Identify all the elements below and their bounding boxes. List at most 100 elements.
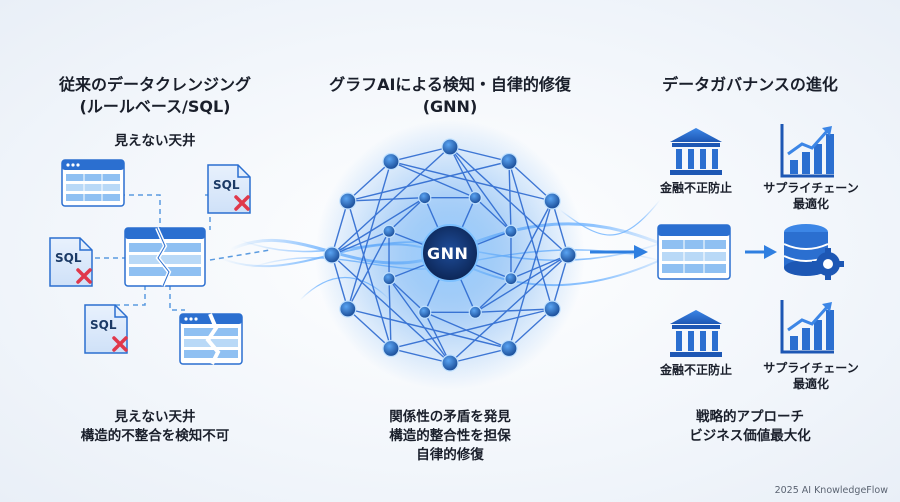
network-edge — [390, 160, 476, 199]
network-edge — [390, 308, 553, 350]
right-caption-line1: 戦略的アプローチ — [696, 409, 804, 425]
right-caption: 戦略的アプローチ ビジネス価値最大化 — [640, 408, 860, 446]
network-edge — [449, 146, 512, 232]
network-edge — [449, 146, 476, 199]
center-caption-line2: 構造的整合性を担保 — [389, 428, 511, 444]
center-caption-line3: 自律的修復 — [416, 447, 484, 463]
right-heading: データガバナンスの進化 — [662, 75, 838, 94]
network-edge — [510, 200, 553, 280]
network-edge — [449, 254, 569, 364]
bank-icon — [670, 128, 722, 175]
network-node — [500, 339, 518, 358]
network-edge — [388, 278, 451, 364]
network-edge — [347, 197, 425, 202]
gnn-core-node — [421, 224, 479, 282]
sql-label: SQL — [90, 318, 117, 332]
network-node — [339, 300, 357, 318]
network-edge — [390, 347, 451, 364]
bottom-right-label: サプライチェーン 最適化 — [752, 360, 870, 392]
network-edge — [508, 161, 512, 232]
gnn-core-label: GNN — [427, 244, 469, 263]
network-edge — [474, 254, 569, 313]
database-gear-icon — [783, 224, 844, 280]
network-edge — [347, 308, 392, 350]
bottom-right-label-line1: サプライチェーン — [763, 361, 859, 375]
network-edge — [331, 230, 390, 256]
sql-label: SQL — [213, 178, 240, 192]
network-edge — [388, 197, 426, 232]
network-edge — [331, 254, 451, 364]
network-edge — [331, 200, 349, 256]
network-node — [543, 300, 561, 318]
center-heading-line2: (GNN) — [422, 97, 478, 116]
network-edge — [474, 278, 512, 313]
gnn-network-edges — [331, 146, 569, 364]
right-caption-line2: ビジネス価値最大化 — [689, 428, 811, 444]
network-node — [543, 192, 561, 210]
center-heading: グラフAIによる検知・自律的修復 (GNN) — [310, 74, 590, 118]
growth-chart-icon — [780, 124, 834, 178]
growth-chart-icon — [780, 300, 834, 354]
table-icon — [657, 224, 731, 280]
left-caption-line1: 見えない天井 — [114, 409, 196, 425]
error-x-icon — [112, 336, 128, 352]
top-right-label-line2: 最適化 — [792, 197, 829, 211]
network-edge — [508, 308, 553, 350]
table-icon — [61, 159, 125, 207]
network-edge — [347, 160, 510, 202]
network-node — [382, 339, 400, 358]
sql-label: SQL — [55, 251, 82, 265]
bottom-right-label-line2: 最適化 — [792, 377, 829, 391]
network-node — [504, 272, 518, 286]
network-node — [382, 272, 396, 286]
network-edge — [424, 311, 451, 364]
top-right-label: サプライチェーン 最適化 — [752, 180, 870, 212]
broken-table-icon — [179, 313, 243, 365]
top-right-label-line1: サプライチェーン — [763, 181, 859, 195]
network-edge — [508, 200, 553, 349]
network-edge — [474, 197, 512, 232]
network-edge — [388, 278, 426, 313]
gnn-network-nodes — [323, 138, 577, 372]
top-left-label: 金融不正防止 — [659, 181, 732, 195]
network-node — [339, 192, 357, 210]
network-node — [382, 152, 400, 171]
network-edge — [331, 197, 426, 256]
left-caption: 見えない天井 構造的不整合を検知不可 — [40, 408, 270, 446]
network-node — [418, 305, 432, 319]
bank-icon — [670, 310, 722, 357]
network-edge — [331, 146, 451, 256]
left-heading-line1: 従来のデータクレンジング — [58, 75, 251, 94]
broken-table-icon — [124, 227, 206, 287]
network-node — [441, 354, 459, 372]
governance-graphic — [590, 124, 844, 357]
network-node — [500, 152, 518, 171]
network-edge — [390, 146, 451, 163]
network-edge — [347, 308, 510, 350]
bottom-left-label: 金融不正防止 — [659, 363, 732, 377]
network-edge — [551, 254, 569, 310]
network-node — [468, 191, 482, 205]
network-edge — [390, 160, 553, 202]
left-caption-line2: 構造的不整合を検知不可 — [80, 428, 230, 444]
network-edge — [475, 308, 553, 313]
network-node — [418, 191, 432, 205]
network-node — [468, 305, 482, 319]
network-node — [559, 246, 577, 264]
network-edge — [551, 200, 569, 256]
network-edge — [508, 161, 553, 310]
error-x-icon — [76, 268, 92, 284]
left-sub-heading: 見えない天井 — [114, 133, 196, 149]
network-edge — [347, 200, 392, 349]
network-node — [441, 138, 459, 156]
arrow-right-icon — [590, 245, 648, 259]
center-heading-line1: グラフAIによる検知・自律的修復 — [329, 75, 571, 94]
network-edge — [388, 278, 392, 349]
error-x-icon — [234, 195, 250, 211]
footer-credit: 2025 AI KnowledgeFlow — [774, 485, 888, 496]
network-edge — [510, 254, 569, 280]
left-heading-line2: (ルールベース/SQL) — [79, 97, 231, 116]
network-edge — [424, 311, 510, 350]
center-caption-line1: 関係性の矛盾を発見 — [389, 409, 511, 425]
